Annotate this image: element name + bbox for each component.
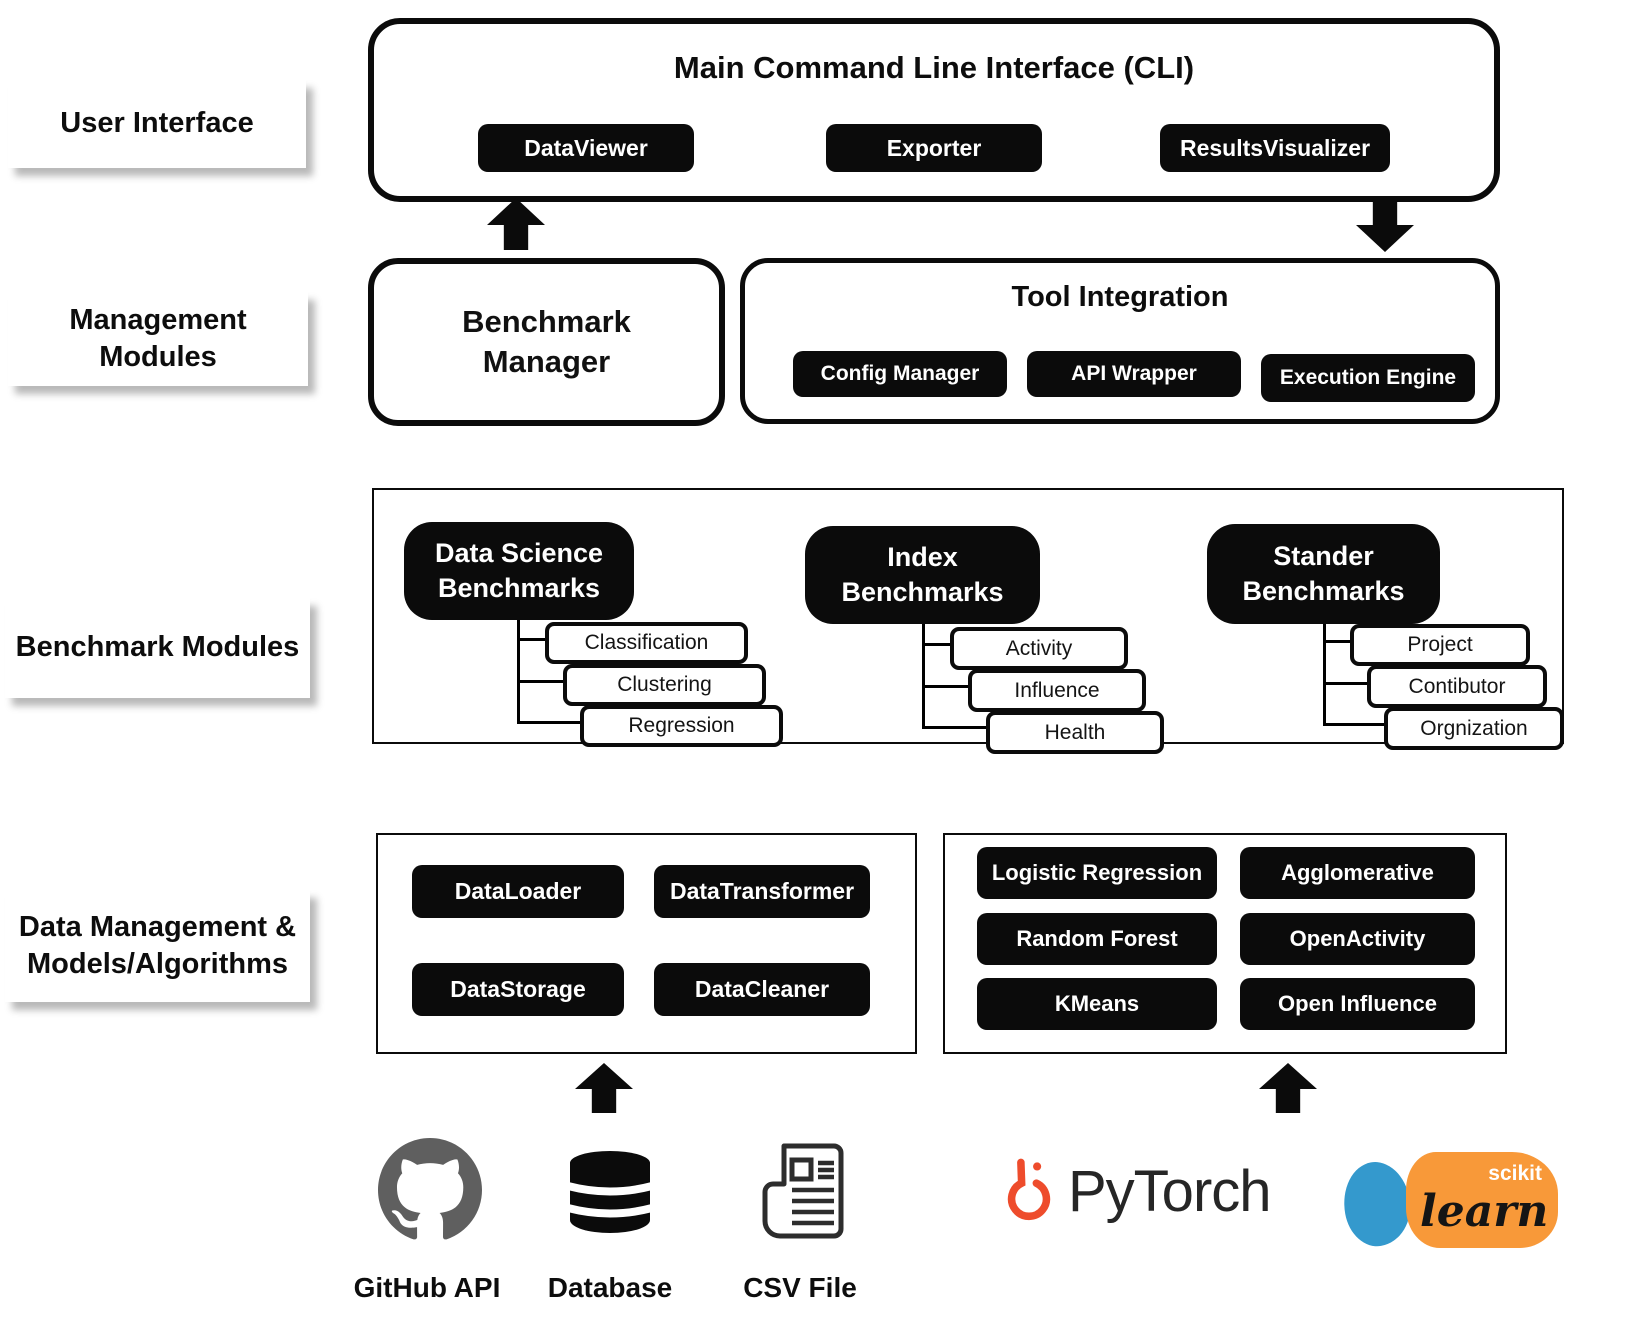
layer-label-text: Models/Algorithms — [26, 948, 288, 980]
arrow-up-icon — [575, 1063, 633, 1113]
agglomerative-module: Agglomerative — [1240, 847, 1475, 899]
datacleaner-module: DataCleaner — [654, 963, 870, 1016]
dataviewer-module: DataViewer — [478, 124, 694, 172]
layer-label-benchmark-modules: Benchmark Modules — [5, 598, 310, 698]
openactivity-module: OpenActivity — [1240, 913, 1475, 965]
layer-label-user-interface: User Interface — [8, 80, 306, 168]
project-node: Project — [1350, 624, 1530, 666]
benchmark-modules-box: Data Science Benchmarks Classification C… — [372, 488, 1564, 754]
arrow-down-icon — [1356, 200, 1414, 252]
orgnization-node: Orgnization — [1384, 707, 1564, 750]
tool-integration-title: Tool Integration — [1011, 281, 1229, 313]
layer-label-text: Data Management & — [18, 910, 297, 943]
random-forest-module: Random Forest — [977, 913, 1217, 965]
api-wrapper-module: API Wrapper — [1027, 351, 1241, 397]
tool-integration-box: Tool Integration Config Manager API Wrap… — [740, 258, 1500, 424]
cli-box: Main Command Line Interface (CLI) DataVi… — [368, 18, 1500, 202]
csv-file-label: CSV File — [743, 1272, 857, 1303]
layer-label-text: User Interface — [60, 107, 254, 140]
dataloader-module: DataLoader — [412, 865, 624, 918]
csv-file-icon — [754, 1138, 846, 1248]
pytorch-flame-icon — [1000, 1148, 1058, 1240]
tree-title-line: Benchmarks — [437, 573, 601, 603]
tree-connector — [1323, 723, 1384, 726]
tree-title-line: Data Science — [434, 537, 604, 568]
layer-label-management-modules: Management Modules — [8, 292, 308, 386]
index-benchmarks-node: Index Benchmarks — [805, 526, 1040, 624]
tree-title-line: Index — [887, 541, 958, 572]
data-management-box: DataLoader DataTransformer DataStorage D… — [376, 833, 917, 1054]
tree-connector — [922, 643, 950, 646]
sklearn-orange-blob: scikit learn — [1406, 1152, 1558, 1248]
tree-connector — [517, 721, 580, 724]
layer-label-text: Benchmark Modules — [15, 631, 300, 664]
contibutor-node: Contibutor — [1367, 665, 1547, 708]
datatransformer-module: DataTransformer — [654, 865, 870, 918]
kmeans-module: KMeans — [977, 978, 1217, 1030]
tree-connector — [922, 685, 968, 688]
config-manager-module: Config Manager — [793, 351, 1007, 397]
tree-connector — [517, 620, 520, 723]
github-api-label: GitHub API — [353, 1272, 501, 1303]
pytorch-wordmark: PyTorch — [1068, 1159, 1272, 1224]
github-icon — [378, 1138, 482, 1242]
datastorage-module: DataStorage — [412, 963, 624, 1016]
classification-node: Classification — [545, 622, 748, 664]
logistic-regression-module: Logistic Regression — [977, 847, 1217, 899]
stander-benchmarks-node: Stander Benchmarks — [1207, 524, 1440, 624]
tree-connector — [1323, 624, 1326, 726]
tree-connector — [1323, 640, 1350, 643]
tree-connector — [922, 624, 925, 728]
tree-connector — [517, 680, 563, 683]
benchmark-manager-text: Manager — [482, 344, 611, 379]
tree-title-line: Benchmarks — [841, 577, 1004, 607]
tree-connector — [1323, 682, 1367, 685]
tree-title-line: Stander — [1273, 540, 1374, 571]
models-algorithms-box: Logistic Regression Agglomerative Random… — [943, 833, 1507, 1054]
cli-title: Main Command Line Interface (CLI) — [673, 50, 1195, 85]
data-science-benchmarks-node: Data Science Benchmarks — [404, 522, 634, 620]
tree-connector — [517, 638, 545, 641]
clustering-node: Clustering — [563, 664, 766, 706]
open-influence-module: Open Influence — [1240, 978, 1475, 1030]
layer-label-text: Modules — [99, 341, 217, 373]
benchmark-manager-text: Benchmark — [462, 303, 631, 339]
activity-node: Activity — [950, 627, 1128, 670]
layer-label-text: Management — [69, 303, 247, 336]
exporter-module: Exporter — [826, 124, 1042, 172]
arrow-up-icon — [1259, 1063, 1317, 1113]
health-node: Health — [986, 711, 1164, 754]
tree-title-line: Benchmarks — [1242, 576, 1405, 606]
sklearn-blue-blob — [1337, 1156, 1417, 1252]
resultsvisualizer-module: ResultsVisualizer — [1160, 124, 1390, 172]
benchmark-manager-box: Benchmark Manager — [368, 258, 725, 426]
sklearn-scikit-text: scikit — [1488, 1162, 1542, 1185]
database-icon — [566, 1150, 654, 1238]
influence-node: Influence — [968, 669, 1146, 712]
layer-label-data-management: Data Management & Models/Algorithms — [5, 890, 310, 1002]
tree-connector — [922, 726, 986, 729]
arrow-up-icon — [487, 198, 545, 250]
scikit-learn-logo: scikit learn — [1337, 1150, 1562, 1252]
database-label: Database — [547, 1272, 673, 1303]
sklearn-learn-text: learn — [1420, 1186, 1549, 1237]
regression-node: Regression — [580, 705, 783, 747]
execution-engine-module: Execution Engine — [1261, 354, 1475, 402]
